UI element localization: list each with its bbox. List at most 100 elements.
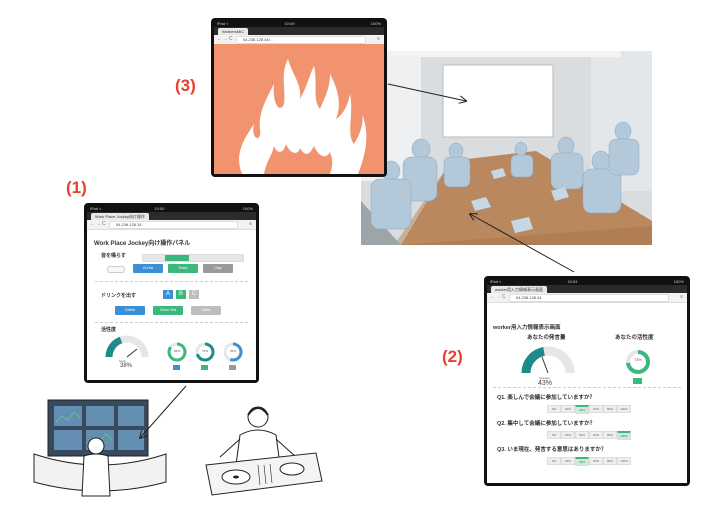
- tablet-control-panel: iPad ≈ 10:50 100% Work Place Jockey向け操作 …: [84, 203, 259, 383]
- q2-option-60[interactable]: 60%: [589, 431, 603, 439]
- section-divider: [95, 322, 248, 323]
- browser-tab[interactable]: worker用入力情報表示画面: [491, 286, 548, 293]
- donut-value-1: 85%: [173, 349, 180, 353]
- tablet-fire-display: iPad ≈ 10:49 100% WorkersMIC ← → C 54.23…: [211, 18, 387, 177]
- drink-button-3[interactable]: Water: [191, 306, 221, 315]
- meeting-room-photo: [361, 51, 652, 245]
- menu-icon[interactable]: ≡: [249, 221, 252, 227]
- url-input[interactable]: 54.238.128.34: [109, 221, 238, 229]
- menu-icon[interactable]: ≡: [377, 36, 380, 42]
- drink-section-title: ドリンクを出す: [101, 293, 137, 299]
- url-bar: ← → C 54.238.128.34 ≡: [87, 220, 256, 230]
- q2-option-20[interactable]: 20%: [561, 431, 575, 439]
- q2-option-80[interactable]: 80%: [603, 431, 617, 439]
- mode-toggle[interactable]: [107, 266, 125, 273]
- question-3: Q3. いま現在、発言する意思はありますか？: [497, 447, 607, 453]
- q3-option-0[interactable]: 0%: [547, 457, 561, 465]
- status-bar: iPad ≈ 10:50 100%: [87, 206, 256, 212]
- donut-chart-2: [195, 342, 215, 362]
- forward-icon[interactable]: →: [96, 221, 101, 227]
- status-bar: iPad ≈ 10:49 100%: [214, 21, 384, 27]
- panel-label-2: (2): [442, 347, 463, 366]
- sound-button-2[interactable]: Snare: [168, 264, 198, 273]
- forward-icon[interactable]: →: [496, 294, 501, 300]
- browser-tab[interactable]: WorkersMIC: [218, 28, 249, 35]
- donut-marker-3: [229, 365, 236, 370]
- donut-marker-1: [173, 365, 180, 370]
- menu-icon[interactable]: ≡: [680, 294, 683, 300]
- sound-button-1[interactable]: Hi-Hat: [133, 264, 163, 273]
- q3-option-100[interactable]: 100%: [617, 457, 631, 465]
- q1-option-100[interactable]: 100%: [617, 405, 631, 413]
- reload-icon[interactable]: C: [502, 294, 506, 300]
- browser-tab[interactable]: Work Place Jockey向け操作: [91, 213, 149, 220]
- q1-option-80[interactable]: 80%: [603, 405, 617, 413]
- activity-marker: [633, 378, 642, 384]
- page-title: Work Place Jockey向け操作パネル: [94, 241, 191, 247]
- tab-bar: Work Place Jockey向け操作: [87, 212, 256, 220]
- question-1-scale[interactable]: 0% 20% 40% 60% 80% 100%: [547, 405, 673, 414]
- back-icon[interactable]: ←: [490, 294, 495, 300]
- q1-option-0[interactable]: 0%: [547, 405, 561, 413]
- fire-visual: [214, 44, 384, 174]
- drink-letter-c[interactable]: C: [189, 290, 199, 299]
- drink-button-2[interactable]: Green Tea: [153, 306, 183, 315]
- url-input[interactable]: 54.238.128.34: [509, 294, 669, 302]
- panel-label-1: (1): [66, 178, 87, 197]
- volume-slider[interactable]: [142, 254, 244, 262]
- status-time: 10:50: [154, 206, 165, 211]
- activity-donut: [626, 350, 650, 374]
- speech-value: 43%: [538, 380, 553, 387]
- back-icon[interactable]: ←: [217, 36, 222, 42]
- tab-bar: WorkersMIC: [214, 27, 384, 35]
- status-battery: 100%: [673, 279, 684, 284]
- status-left: iPad ≈: [490, 279, 502, 284]
- url-bar: ← → C 54.238.128.34 ≡: [487, 293, 687, 303]
- question-1: Q1. 楽しんで会議に参加していますか？: [497, 395, 595, 401]
- activity-gauge: [105, 335, 149, 358]
- panel-label-3: (3): [175, 76, 196, 95]
- tablet-worker-display: iPad ≈ 10:54 100% worker用入力情報表示画面 ← → C …: [484, 276, 690, 486]
- status-time: 10:54: [567, 279, 578, 284]
- q1-option-40[interactable]: 40%: [575, 405, 589, 414]
- q2-option-100[interactable]: 100%: [617, 431, 631, 440]
- drink-letter-a[interactable]: A: [163, 290, 173, 299]
- q1-option-60[interactable]: 60%: [589, 405, 603, 413]
- drink-letter-b[interactable]: B: [176, 290, 186, 299]
- q2-option-40[interactable]: 40%: [575, 431, 589, 439]
- speech-gauge: [521, 346, 575, 374]
- status-bar: iPad ≈ 10:54 100%: [487, 279, 687, 285]
- gauge-value: 38%: [120, 363, 133, 369]
- section-divider: [493, 387, 681, 388]
- sound-section-title: 音を鳴らす: [101, 253, 126, 259]
- drink-button-1[interactable]: Coffee: [115, 306, 145, 315]
- reload-icon[interactable]: C: [102, 221, 106, 227]
- donut-chart-3: [223, 342, 243, 362]
- reload-icon[interactable]: C: [229, 36, 233, 42]
- q3-option-20[interactable]: 20%: [561, 457, 575, 465]
- dj-illustration: [196, 395, 326, 505]
- speech-label: Speaker: [539, 376, 551, 380]
- q3-option-40[interactable]: 40%: [575, 457, 589, 466]
- activity-title: あなたの活性度: [615, 335, 654, 341]
- activity-section-title: 活性度: [101, 327, 117, 333]
- operator-illustration: [30, 396, 170, 506]
- speech-title: あなたの発言量: [527, 335, 566, 341]
- donut-chart-1: [167, 342, 187, 362]
- q1-option-20[interactable]: 20%: [561, 405, 575, 413]
- section-divider: [95, 281, 248, 282]
- back-icon[interactable]: ←: [90, 221, 95, 227]
- donut-value-2: 70%: [201, 349, 208, 353]
- page-title: worker用入力情報表示画面: [493, 325, 561, 331]
- forward-icon[interactable]: →: [223, 36, 228, 42]
- url-input[interactable]: 54.238.128.34/...: [236, 36, 366, 44]
- status-time: 10:49: [284, 21, 295, 26]
- q3-option-80[interactable]: 80%: [603, 457, 617, 465]
- question-2-scale[interactable]: 0% 20% 40% 60% 80% 100%: [547, 431, 673, 440]
- sound-button-3[interactable]: Clap: [203, 264, 233, 273]
- q3-option-60[interactable]: 60%: [589, 457, 603, 465]
- q2-option-0[interactable]: 0%: [547, 431, 561, 439]
- status-left: iPad ≈: [217, 21, 229, 26]
- donut-marker-2: [201, 365, 208, 370]
- question-3-scale[interactable]: 0% 20% 40% 60% 80% 100%: [547, 457, 673, 466]
